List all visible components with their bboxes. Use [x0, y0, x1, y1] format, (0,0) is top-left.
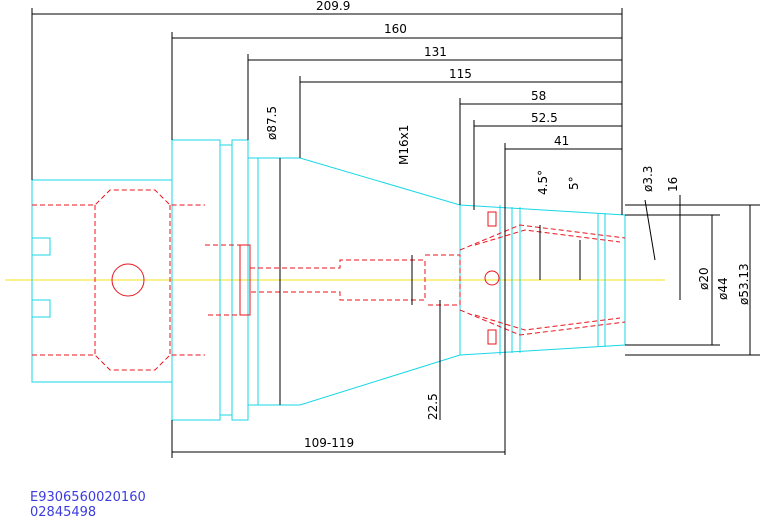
dim-angle-5: 5° [567, 176, 581, 190]
dim-dia-53-13: ø53.13 [737, 263, 751, 305]
dim-109-119: 109-119 [304, 436, 354, 450]
dim-dia-44: ø44 [716, 277, 730, 300]
dim-16: 16 [666, 177, 680, 192]
part-code-line2: 02845498 [30, 505, 97, 520]
part-code-line1: E9306560020160 [30, 490, 146, 505]
dim-131: 131 [424, 45, 447, 59]
dim-58: 58 [531, 89, 546, 103]
dim-160: 160 [384, 22, 407, 36]
dim-115: 115 [449, 67, 472, 81]
dim-52-5: 52.5 [531, 111, 558, 125]
dim-dia-20: ø20 [697, 267, 711, 290]
dim-22-5: 22.5 [426, 393, 440, 420]
dim-dia-87-5: ø87.5 [265, 106, 279, 140]
dimension-lines [31, 8, 760, 458]
dim-41: 41 [554, 134, 569, 148]
dim-overall-length: 209.9 [316, 0, 350, 13]
dim-thread: M16x1 [397, 125, 411, 165]
dim-dia-3-3: ø3.3 [641, 166, 655, 192]
holder-outline [31, 139, 626, 421]
dimension-labels: 209.9 160 131 115 58 52.5 41 ø87.5 M16x1… [265, 0, 751, 450]
dim-angle-4-5: 4.5° [536, 170, 550, 195]
hidden-lines [32, 189, 626, 371]
